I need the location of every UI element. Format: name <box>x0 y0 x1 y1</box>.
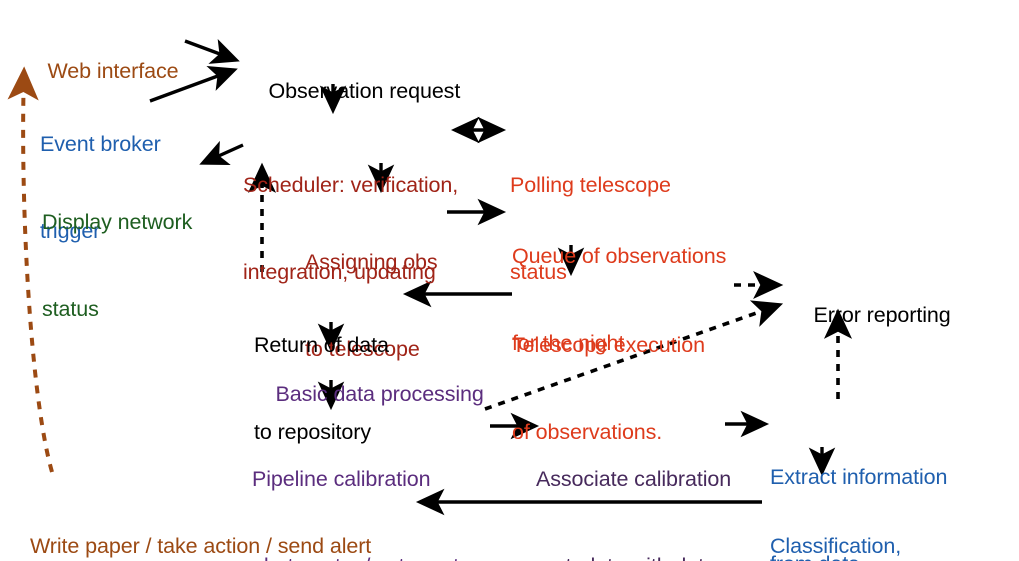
node-queue-line1: Queue of observations <box>512 244 727 268</box>
node-observation-request[interactable]: Observation request <box>245 48 461 135</box>
node-queue-line2: for the night <box>512 331 625 355</box>
node-pipeline-calibration[interactable]: Pipeline calibration photometry / astrom… <box>252 407 477 561</box>
node-return-of-data-line2: to repository <box>254 420 372 444</box>
node-classification-association[interactable]: Classification, association <box>770 474 901 561</box>
node-basic-data-processing[interactable]: Basic data processing <box>252 351 484 438</box>
node-error-reporting[interactable]: Error reporting <box>790 272 951 359</box>
node-classification-line1: Classification, <box>770 534 902 558</box>
edge-scheduler-to-display-network <box>199 140 244 166</box>
node-assigning-line2: to telescope <box>305 337 420 361</box>
node-extract-information-line2: from data <box>770 550 947 561</box>
node-return-of-data[interactable]: Return of data to repository <box>254 273 389 505</box>
node-polling-telescope-status[interactable]: Polling telescope status <box>510 113 671 345</box>
node-polling-line2: status <box>510 260 567 284</box>
node-associate-calibration-metadata[interactable]: Associate calibration metadata with data <box>536 407 731 561</box>
node-pipeline-calibration-line1: Pipeline calibration <box>252 467 431 491</box>
node-scheduler-line2: integration, updating <box>243 260 436 284</box>
node-assigning-obs[interactable]: Assigning obs to telescope <box>305 190 438 422</box>
node-write-paper[interactable]: Write paper / take action / send alert r… <box>30 474 371 561</box>
node-polling-line1: Polling telescope <box>510 173 671 197</box>
node-telescope-execution[interactable]: Telescope execution of observations. <box>512 273 705 505</box>
node-web-interface-label: Web interface <box>47 59 179 83</box>
node-associate-metadata-line2: metadata with data <box>536 552 731 561</box>
node-scheduler-line1: Scheduler: verification, <box>243 173 459 197</box>
node-scheduler[interactable]: Scheduler: verification, integration, up… <box>243 113 458 345</box>
node-extract-information[interactable]: Extract information from data <box>770 405 947 561</box>
node-error-reporting-label: Error reporting <box>813 303 951 327</box>
node-associate-metadata-line1: Associate calibration <box>536 467 732 491</box>
node-write-paper-line1: Write paper / take action / send alert <box>30 534 372 558</box>
node-basic-processing-label: Basic data processing <box>275 382 484 406</box>
node-event-broker-line2: trigger <box>40 219 101 243</box>
node-display-network-line2: status <box>42 297 99 321</box>
node-telescope-execution-line2: of observations. <box>512 420 663 444</box>
node-queue-of-observations[interactable]: Queue of observations for the night <box>512 184 726 416</box>
node-pipeline-calibration-line2: photometry / astrometry <box>252 552 477 561</box>
node-telescope-execution-line1: Telescope execution <box>512 333 705 357</box>
node-extract-information-line1: Extract information <box>770 465 948 489</box>
edge-web-interface-to-observation-request <box>184 39 240 64</box>
node-web-interface[interactable]: Web interface <box>24 28 179 115</box>
node-display-network-line1: Display network <box>42 210 193 234</box>
node-event-broker-line1: Event broker <box>40 132 161 156</box>
node-observation-request-label: Observation request <box>268 79 461 103</box>
node-return-of-data-line1: Return of data <box>254 333 389 357</box>
node-assigning-line1: Assigning obs <box>305 250 438 274</box>
node-event-broker-trigger[interactable]: Event broker trigger <box>40 72 161 304</box>
node-display-network-status[interactable]: Display network status <box>42 150 192 382</box>
